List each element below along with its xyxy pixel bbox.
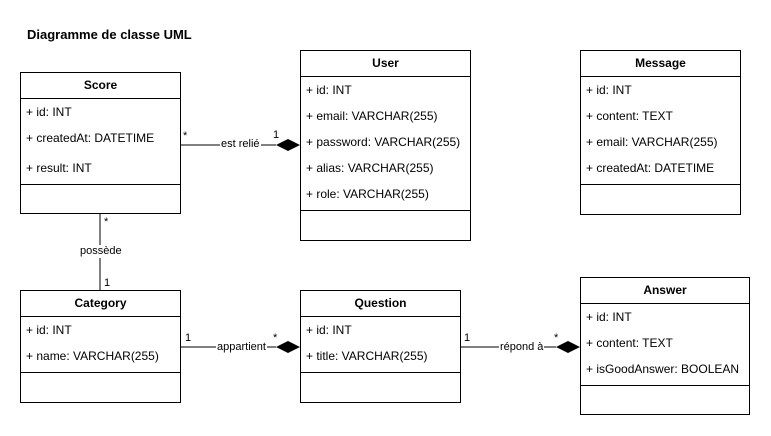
class-category[interactable]: Category + id: INT + name: VARCHAR(255) xyxy=(20,290,181,403)
class-category-name: Category xyxy=(21,291,180,317)
class-question[interactable]: Question + id: INT + title: VARCHAR(255) xyxy=(300,290,461,403)
relation-label-category-score: possède xyxy=(79,245,123,258)
category-attr-name: + name: VARCHAR(255) xyxy=(26,349,159,363)
mult-user-side: 1 xyxy=(273,129,280,141)
answer-attr-id: + id: INT xyxy=(586,310,632,324)
class-question-name: Question xyxy=(301,291,460,317)
answer-attr-content: + content: TEXT xyxy=(586,336,673,350)
class-score[interactable]: Score + id: INT + createdAt: DATETIME + … xyxy=(20,72,181,214)
mult-answer-side: * xyxy=(554,332,559,344)
mult-score-bottom: * xyxy=(104,216,109,228)
mult-category-top: 1 xyxy=(104,277,111,289)
composition-diamond-question xyxy=(276,341,300,353)
user-attr-id: + id: INT xyxy=(306,83,352,97)
message-attr-createdat: + createdAt: DATETIME xyxy=(586,161,715,175)
diagram-title: Diagramme de classe UML xyxy=(27,27,192,42)
class-message[interactable]: Message + id: INT + content: TEXT + emai… xyxy=(580,50,741,215)
message-attr-id: + id: INT xyxy=(586,83,632,97)
score-attr-id: + id: INT xyxy=(26,105,72,119)
class-answer[interactable]: Answer + id: INT + content: TEXT + isGoo… xyxy=(580,277,750,415)
mult-question-right: 1 xyxy=(464,332,471,344)
class-user-name: User xyxy=(301,51,470,77)
message-attr-content: + content: TEXT xyxy=(586,109,673,123)
user-attr-alias: + alias: VARCHAR(255) xyxy=(306,161,434,175)
user-attr-email: + email: VARCHAR(255) xyxy=(306,109,438,123)
mult-score-side: * xyxy=(183,130,188,142)
relation-label-question-answer: répond à xyxy=(499,341,545,354)
category-attr-id: + id: INT xyxy=(26,323,72,337)
composition-diamond-user xyxy=(276,139,300,151)
question-attr-title: + title: VARCHAR(255) xyxy=(306,349,428,363)
relation-label-category-question: appartient xyxy=(216,341,267,354)
mult-question-side: * xyxy=(273,332,278,344)
mult-category-side: 1 xyxy=(185,332,192,344)
user-attr-role: + role: VARCHAR(255) xyxy=(306,187,429,201)
question-attr-id: + id: INT xyxy=(306,323,352,337)
score-attr-result: + result: INT xyxy=(26,161,92,175)
class-message-name: Message xyxy=(581,51,740,77)
answer-attr-isgoodanswer: + isGoodAnswer: BOOLEAN xyxy=(586,362,740,376)
composition-diamond-answer xyxy=(556,341,580,353)
class-user[interactable]: User + id: INT + email: VARCHAR(255) + p… xyxy=(300,50,471,241)
user-attr-password: + password: VARCHAR(255) xyxy=(306,135,461,149)
class-score-name: Score xyxy=(21,73,180,99)
message-attr-email: + email: VARCHAR(255) xyxy=(586,135,718,149)
class-answer-name: Answer xyxy=(581,278,749,304)
score-attr-createdat: + createdAt: DATETIME xyxy=(26,131,155,145)
relation-label-score-user: est relié xyxy=(220,138,261,151)
